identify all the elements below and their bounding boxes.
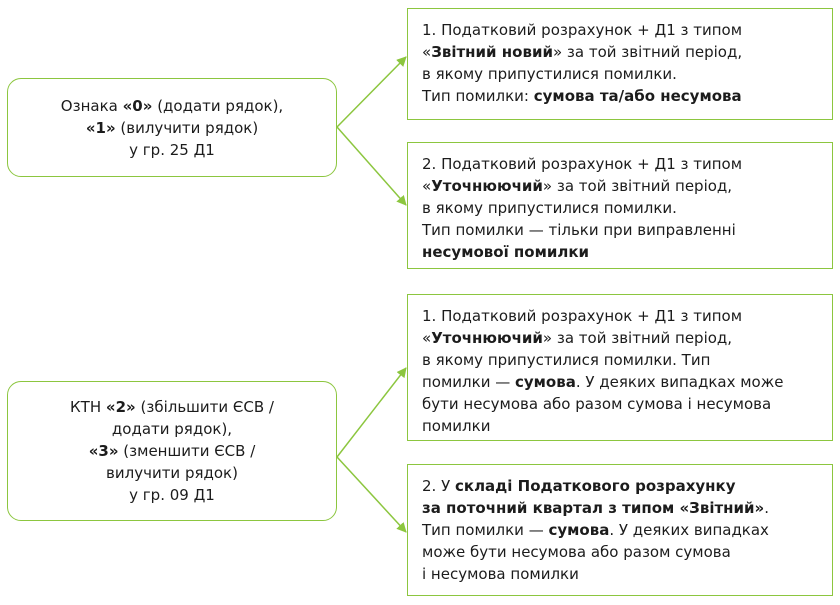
result-box-2: 2. Податковий розрахунок + Д1 з типом «У…	[407, 142, 833, 269]
arrow-1-to-top	[336, 56, 407, 128]
text-line: у гр. 25 Д1	[129, 140, 215, 159]
text-line: 1. Податковий розрахунок + Д1 з типом	[422, 307, 743, 325]
text-line: Тип помилки — сумова. У деяких випадках	[422, 521, 769, 539]
text-line: може бути несумова або разом сумова	[422, 543, 731, 561]
text-line: вилучити рядок)	[106, 464, 238, 482]
text-line: несумової помилки	[422, 243, 590, 261]
text-line: в якому припустилися помилки.	[422, 199, 677, 217]
text-line: Тип помилки — тільки при виправленні	[422, 221, 736, 239]
condition-box-1: Ознака «0» (додати рядок), «1» (вилучити…	[7, 78, 337, 177]
text-line: Ознака «0» (додати рядок),	[60, 96, 284, 115]
text-line: і несумова помилки	[422, 565, 579, 583]
text-line: «3» (зменшити ЄСВ /	[88, 442, 256, 460]
text-line: «1» (вилучити рядок)	[85, 118, 259, 137]
arrow-1-to-bottom	[336, 126, 407, 206]
text-line: «Уточнюючий» за той звітний період,	[422, 329, 733, 347]
arrow-2-to-top	[336, 367, 407, 458]
text-line: в якому припустилися помилки.	[422, 65, 677, 83]
text-line: КТН «2» (збільшити ЄСВ /	[70, 398, 274, 416]
text-line: помилки	[422, 417, 491, 435]
result-box-3: 1. Податковий розрахунок + Д1 з типом «У…	[407, 294, 833, 441]
text-line: «Уточнюючий» за той звітний період,	[422, 177, 733, 195]
text-line: в якому припустилися помилки. Тип	[422, 351, 711, 369]
text-line: додати рядок),	[111, 420, 233, 438]
condition-box-2: КТН «2» (збільшити ЄСВ / додати рядок), …	[7, 381, 337, 521]
text-line: помилки — сумова. У деяких випадках може	[422, 373, 784, 391]
arrow-2-to-bottom	[336, 456, 407, 533]
result-box-4: 2. У складі Податкового розрахунку за по…	[407, 464, 833, 596]
result-box-1: 1. Податковий розрахунок + Д1 з типом «З…	[407, 8, 833, 120]
text-line: бути несумова або разом сумова і несумов…	[422, 395, 772, 413]
text-line: «Звітний новий» за той звітний період,	[422, 43, 743, 61]
text-line: 1. Податковий розрахунок + Д1 з типом	[422, 21, 743, 39]
text-line: у гр. 09 Д1	[129, 486, 215, 504]
text-line: 2. Податковий розрахунок + Д1 з типом	[422, 155, 743, 173]
text-line: за поточний квартал з типом «Звітний».	[422, 499, 770, 517]
text-line: Тип помилки: сумова та/або несумова	[422, 87, 742, 105]
text-line: 2. У складі Податкового розрахунку	[422, 477, 736, 495]
